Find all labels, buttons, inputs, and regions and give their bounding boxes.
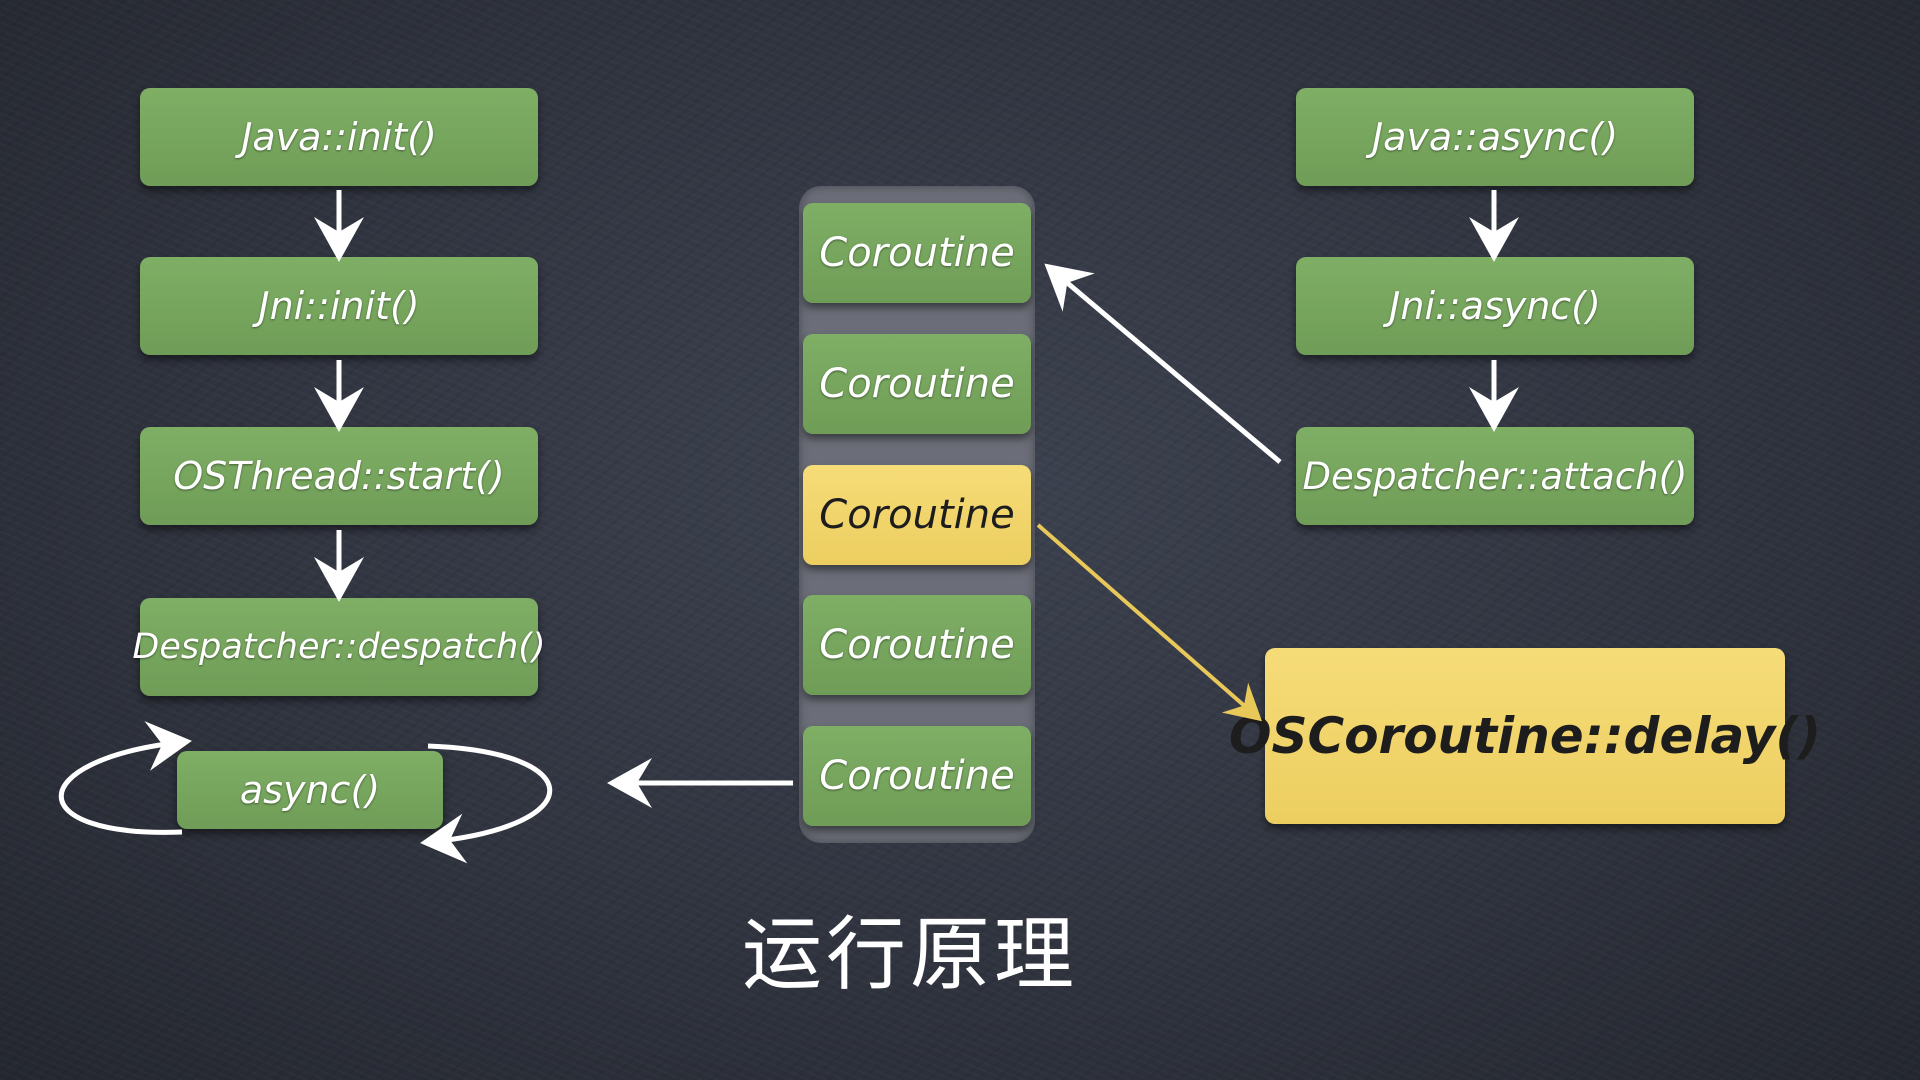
java-init-box[interactable]: Java::init() [140, 88, 538, 186]
coroutine-label: Coroutine [819, 492, 1015, 538]
async-loop-box[interactable]: async() [177, 751, 443, 829]
jni-init-label: Jni::init() [258, 284, 420, 328]
despatcher-despatch-box[interactable]: Despatcher::despatch() [132, 598, 546, 696]
coroutine-label: Coroutine [819, 753, 1015, 799]
arrow-attach-to-coroutine [1044, 263, 1282, 464]
async-loop-label: async() [239, 768, 381, 812]
diagram-caption: 运行原理 [742, 908, 1078, 1001]
java-async-label: Java::async() [1371, 115, 1619, 159]
despatcher-attach-box[interactable]: Despatcher::attach() [1296, 427, 1694, 525]
coroutine-label: Coroutine [819, 230, 1015, 276]
oscoroutine-delay-label: OSCoroutine::delay() [1228, 707, 1822, 765]
jni-init-box[interactable]: Jni::init() [140, 257, 538, 355]
coroutine-item-1[interactable]: Coroutine [803, 203, 1031, 303]
arrow-coroutine-to-delay [1036, 523, 1263, 722]
despatcher-despatch-label: Despatcher::despatch() [132, 627, 546, 667]
loop-arrow-right [420, 743, 553, 864]
osthread-start-label: OSThread::start() [173, 454, 505, 498]
coroutine-label: Coroutine [819, 361, 1015, 407]
coroutine-item-2[interactable]: Coroutine [803, 334, 1031, 434]
oscoroutine-delay-box[interactable]: OSCoroutine::delay() [1229, 648, 1821, 824]
osthread-start-box[interactable]: OSThread::start() [140, 427, 538, 525]
coroutine-item-5[interactable]: Coroutine [803, 726, 1031, 826]
despatcher-attach-label: Despatcher::attach() [1302, 454, 1688, 498]
jni-async-box[interactable]: Jni::async() [1296, 257, 1694, 355]
jni-async-label: Jni::async() [1389, 284, 1601, 328]
java-async-box[interactable]: Java::async() [1296, 88, 1694, 186]
coroutine-item-4[interactable]: Coroutine [803, 595, 1031, 695]
java-init-label: Java::init() [241, 115, 437, 159]
loop-arrow-left [58, 721, 192, 835]
coroutine-label: Coroutine [819, 622, 1015, 668]
coroutine-item-active[interactable]: Coroutine [803, 465, 1031, 565]
